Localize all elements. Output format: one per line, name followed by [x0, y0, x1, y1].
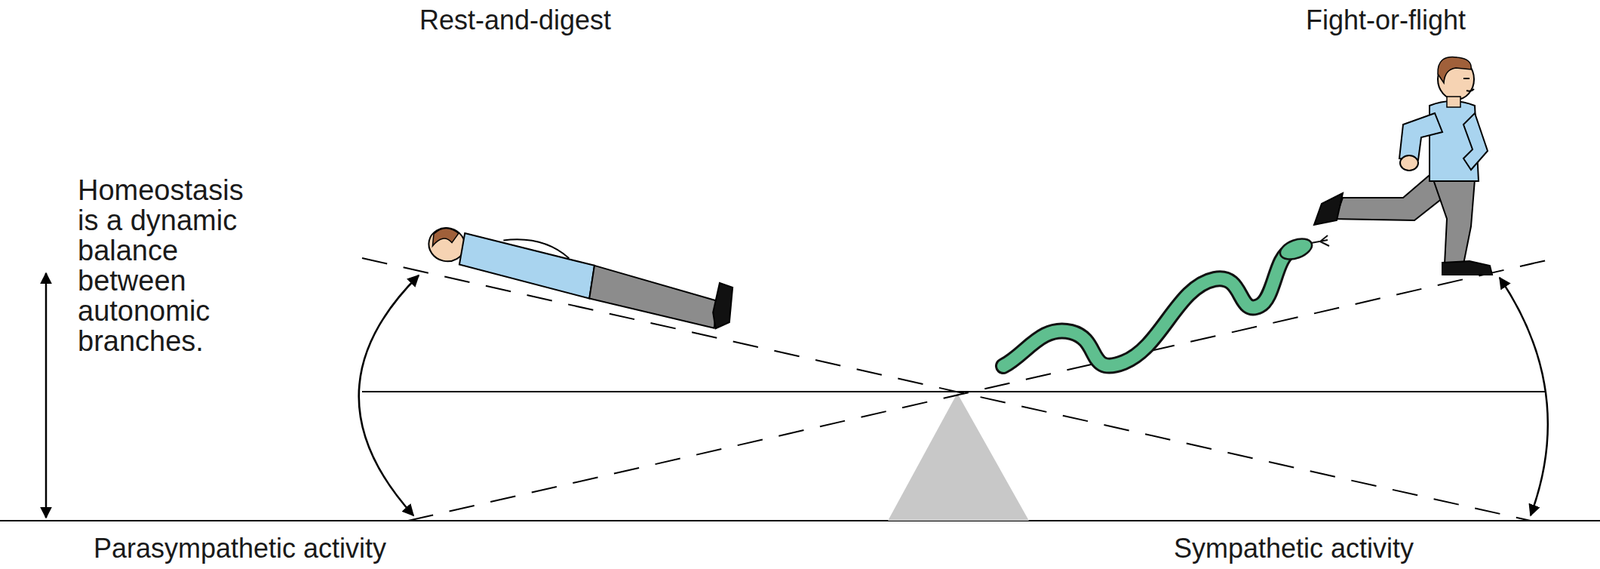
tilt-line [362, 257, 1531, 521]
state-heading: Rest-and-digest [213, 4, 817, 36]
state-heading: Fight-or-flight [1084, 4, 1600, 36]
ground-line [0, 519, 1600, 522]
running-person [1314, 56, 1493, 275]
tilt-line [408, 257, 1557, 521]
fulcrum [887, 393, 1029, 521]
snake [1003, 234, 1330, 366]
resting-person [423, 218, 738, 332]
axis-label: Sympathetic activity [991, 532, 1596, 564]
swing-arc [359, 275, 419, 516]
swing-arc [1499, 277, 1548, 516]
axis-label: Parasympathetic activity [0, 532, 542, 564]
note-text: Homeostasis is a dynamic balance between… [77, 175, 259, 357]
range-arrow [45, 273, 48, 518]
